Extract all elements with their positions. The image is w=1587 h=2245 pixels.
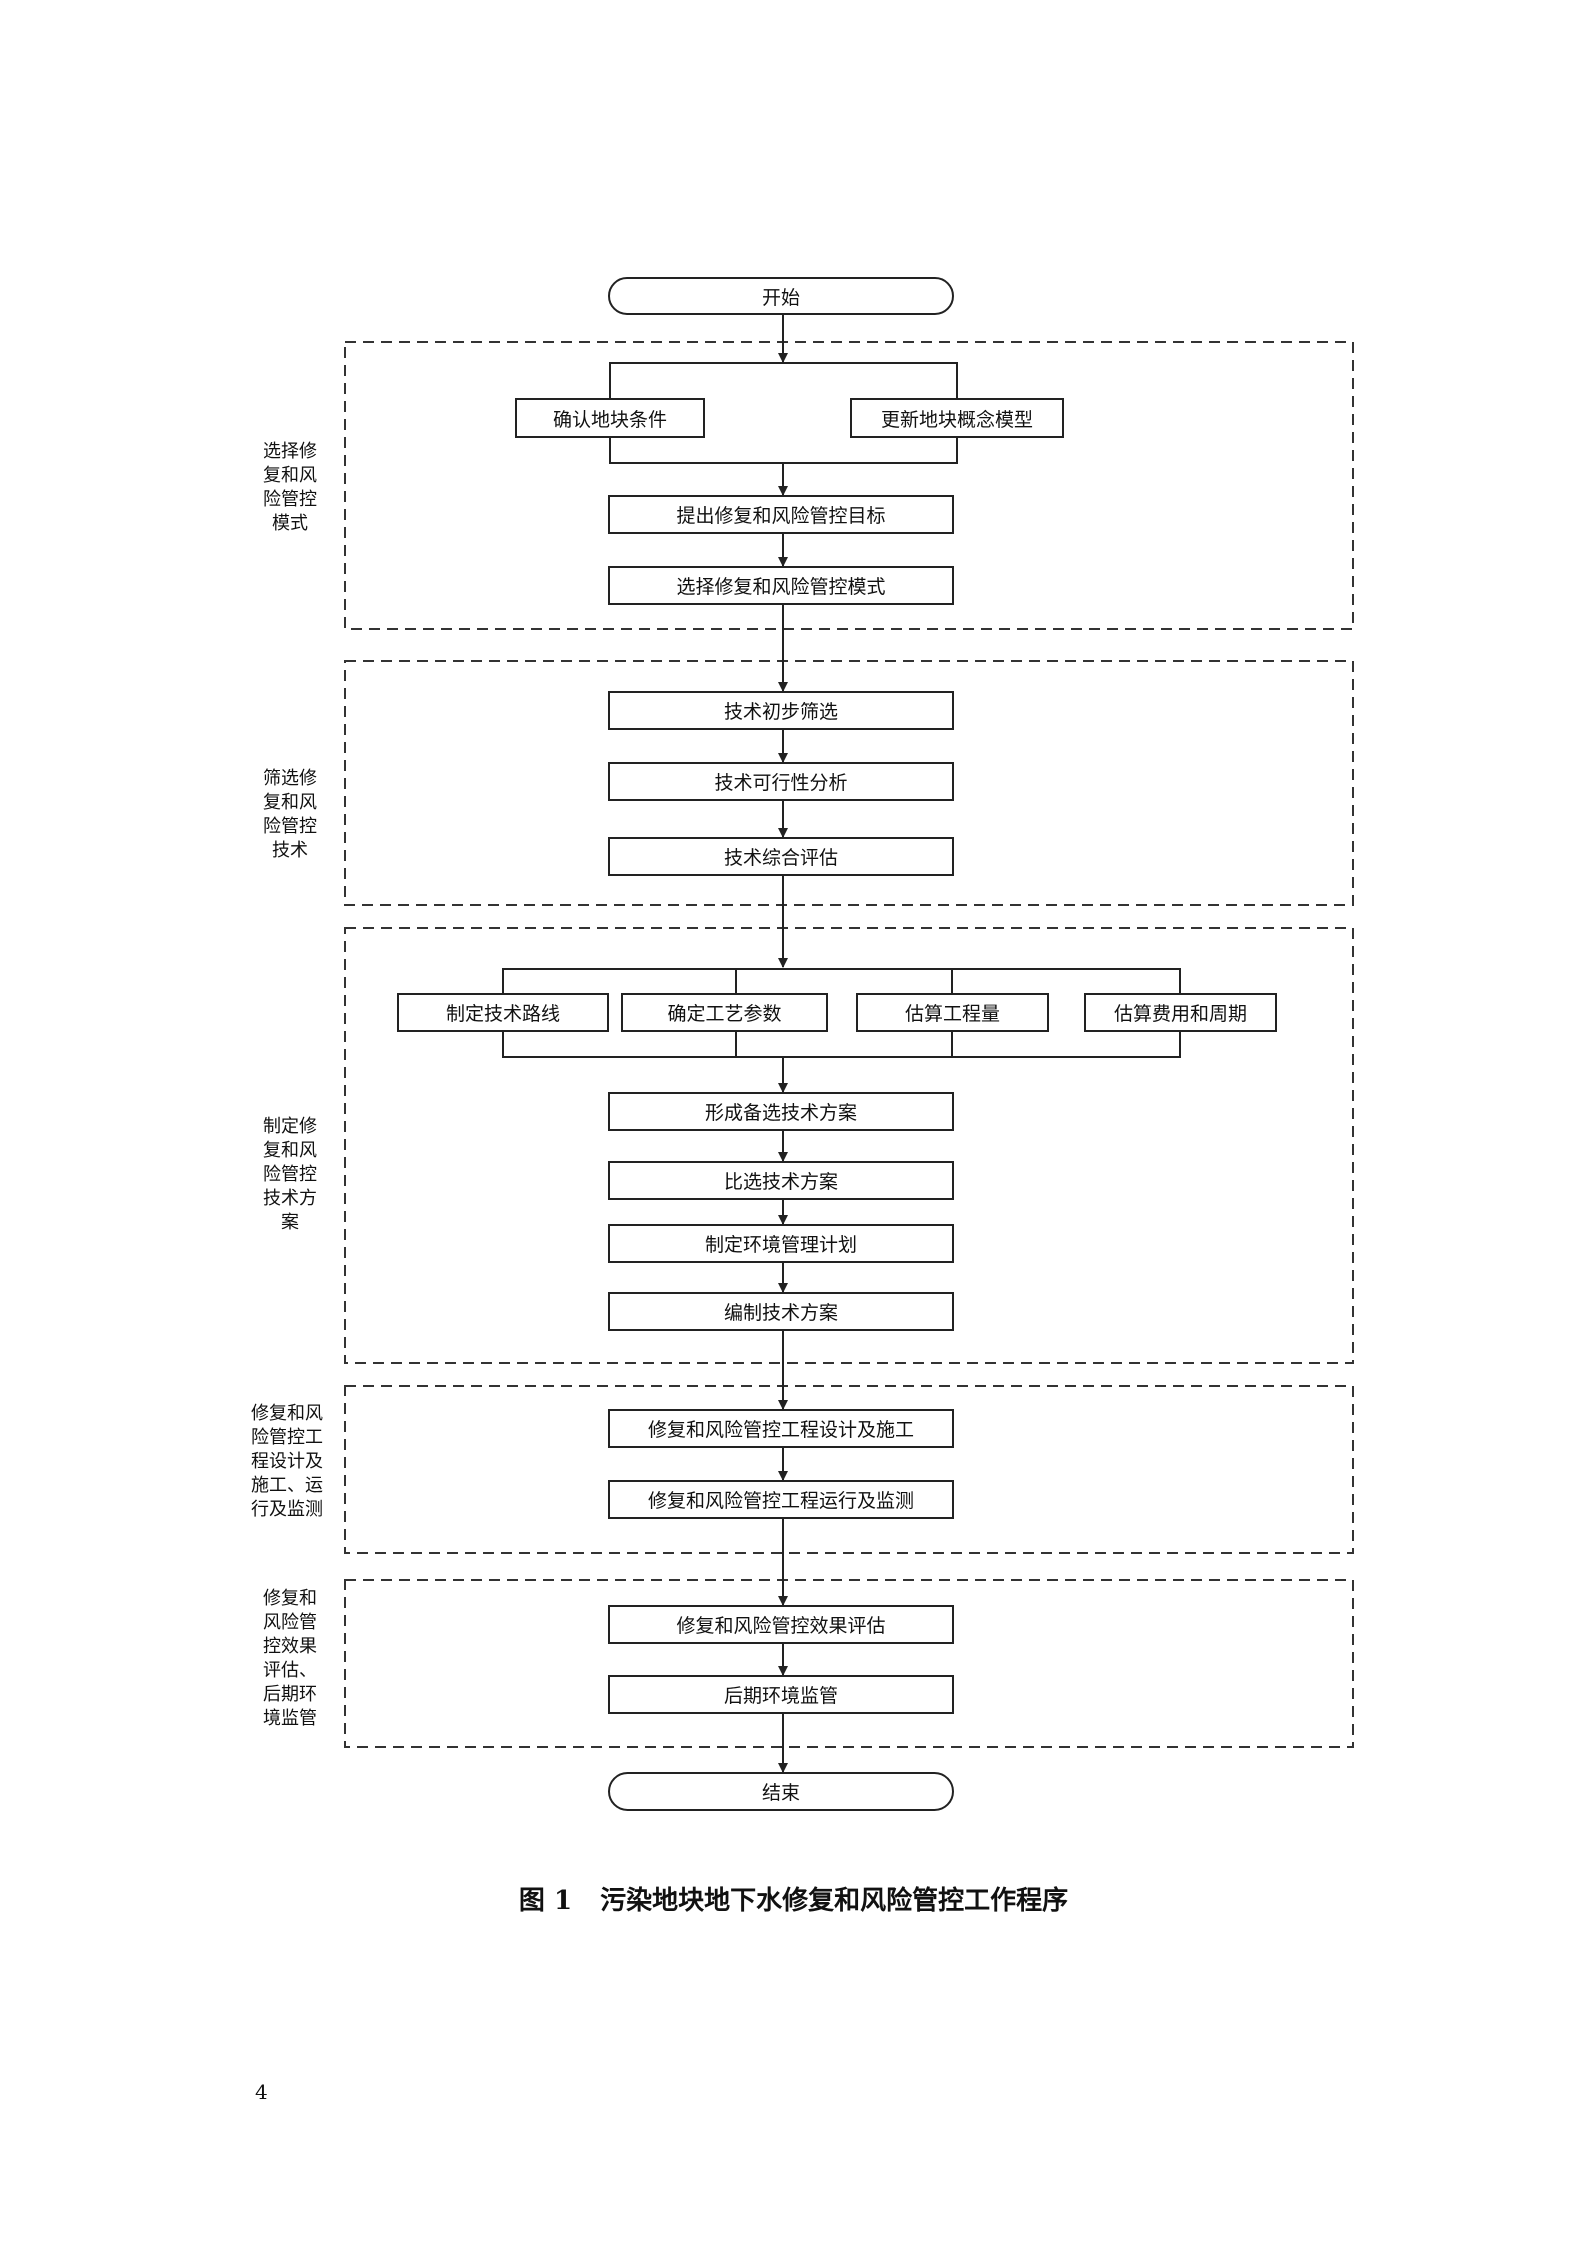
select-mode-node: 选择修复和风险管控模式 [608, 566, 954, 605]
tech-prescreen-node: 技术初步筛选 [608, 691, 954, 730]
tech-route-node: 制定技术路线 [397, 993, 609, 1032]
figure-number: 图 1 [518, 1886, 573, 1916]
page-number: 4 [255, 2080, 268, 2104]
section-frame-make-plan [344, 927, 1354, 1364]
tech-evaluation-node: 技术综合评估 [608, 837, 954, 876]
design-construction-node: 修复和风险管控工程设计及施工 [608, 1409, 954, 1448]
bracket-four-split [502, 968, 1181, 993]
compile-plan-node: 编制技术方案 [608, 1292, 954, 1331]
env-management-node: 制定环境管理计划 [608, 1224, 954, 1263]
tech-feasibility-node: 技术可行性分析 [608, 762, 954, 801]
section-frame-evaluation [344, 1579, 1354, 1748]
compare-plans-node: 比选技术方案 [608, 1161, 954, 1200]
section-label-make-plan: 制定修 复和风 险管控 技术方 案 [263, 1116, 317, 1233]
section-frame-engineering [344, 1385, 1354, 1554]
end-node: 结束 [608, 1772, 954, 1811]
figure-caption: 图 1 污染地块地下水修复和风险管控工作程序 [0, 1880, 1587, 1917]
estimate-cost-node: 估算费用和周期 [1084, 993, 1277, 1032]
section-label-evaluation: 修复和 风险管 控效果 评估、 后期环 境监管 [263, 1588, 317, 1729]
later-supervision-node: 后期环境监管 [608, 1675, 954, 1714]
bracket-four-merge [502, 1032, 1181, 1058]
estimate-quantity-node: 估算工程量 [856, 993, 1049, 1032]
section-label-screen-tech: 筛选修 复和风 险管控 技术 [263, 768, 317, 861]
alt-plans-node: 形成备选技术方案 [608, 1092, 954, 1131]
start-node: 开始 [608, 277, 954, 315]
update-model-node: 更新地块概念模型 [850, 398, 1064, 438]
propose-targets-node: 提出修复和风险管控目标 [608, 495, 954, 534]
section-frame-screen-tech [344, 660, 1354, 906]
operation-monitoring-node: 修复和风险管控工程运行及监测 [608, 1480, 954, 1519]
bracket-top-merge [609, 438, 958, 464]
section-label-select-mode: 选择修 复和风 险管控 模式 [263, 441, 317, 534]
section-label-engineering: 修复和风 险管控工 程设计及 施工、运 行及监测 [251, 1403, 323, 1520]
effect-evaluation-node: 修复和风险管控效果评估 [608, 1605, 954, 1644]
process-params-node: 确定工艺参数 [621, 993, 828, 1032]
confirm-conditions-node: 确认地块条件 [515, 398, 705, 438]
figure-title: 污染地块地下水修复和风险管控工作程序 [600, 1886, 1069, 1916]
bracket-top-split [609, 362, 958, 398]
section-frame-select-mode [344, 341, 1354, 630]
